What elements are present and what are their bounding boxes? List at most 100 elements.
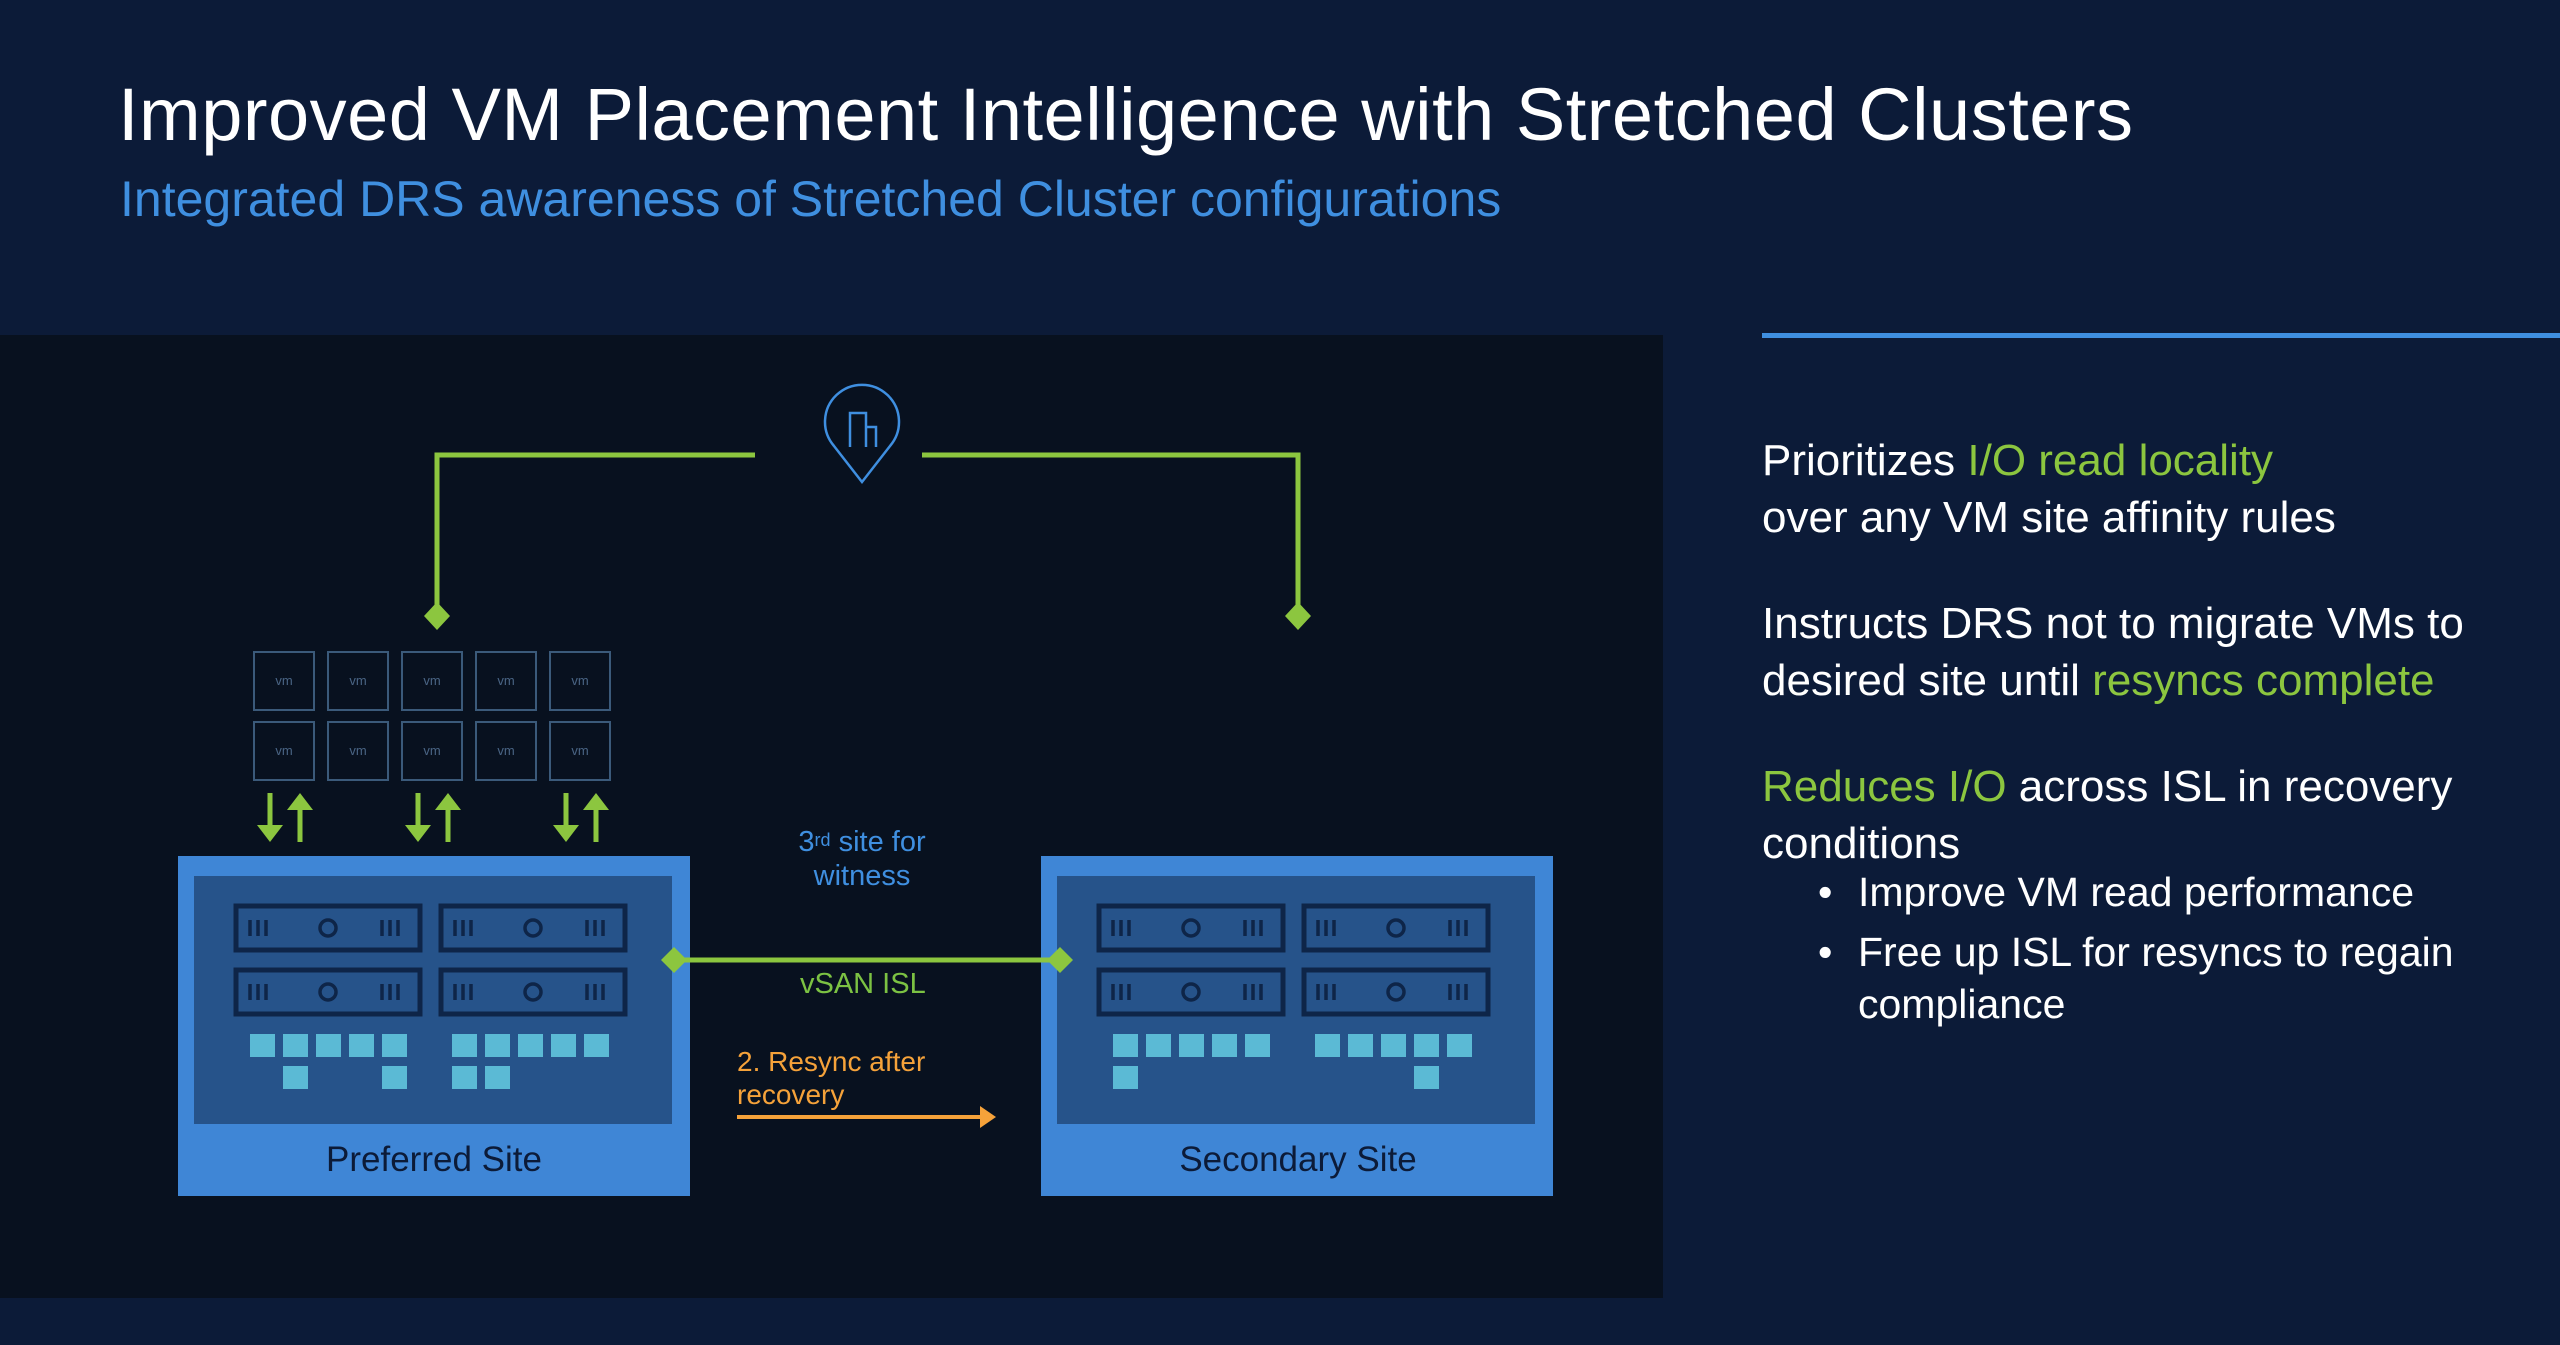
- svg-text:vm: vm: [349, 673, 366, 688]
- vm-box: vm: [327, 651, 389, 711]
- diagram-panel: vm vm vm vm vm vm vm vm vm vm 3rd site for witnes…: [0, 335, 1663, 1298]
- disk-icon: [382, 1066, 407, 1089]
- svg-text:vm: vm: [497, 743, 514, 758]
- disk-icon: [283, 1034, 308, 1057]
- point-reduce-isl-io: Reduces I/O across ISL in recovery condi…: [1762, 762, 2453, 868]
- disk-icon: [452, 1066, 477, 1089]
- disk-icon: [1113, 1066, 1138, 1089]
- server-icon: [1301, 967, 1491, 1017]
- svg-text:vm: vm: [423, 743, 440, 758]
- vm-box: vm: [549, 651, 611, 711]
- sub-points: •Improve VM read performance •Free up IS…: [1762, 866, 2522, 1030]
- slide-title: Improved VM Placement Intelligence with …: [118, 73, 2134, 156]
- section-divider: [1762, 333, 2560, 338]
- disk-icon: [316, 1034, 341, 1057]
- vm-box: vm: [401, 721, 463, 781]
- highlight-io-read-locality: I/O read locality: [1967, 436, 2274, 485]
- disk-icon: [250, 1034, 275, 1057]
- witness-links: [424, 452, 1311, 630]
- vm-grid: vm vm vm vm vm vm vm vm vm vm: [253, 651, 611, 781]
- server-icon: [1096, 967, 1286, 1017]
- disk-icon: [1245, 1034, 1270, 1057]
- bullet-icon: •: [1818, 929, 1833, 975]
- disk-icon: [518, 1034, 543, 1057]
- resync-label: 2. Resync after recovery: [737, 1046, 926, 1110]
- witness-link-left: [434, 452, 755, 610]
- vm-box: vm: [475, 651, 537, 711]
- server-icon: [233, 903, 423, 953]
- preferred-site-label: Preferred Site: [326, 1140, 542, 1179]
- server-icon: [438, 903, 628, 953]
- disk-icon: [1179, 1034, 1204, 1057]
- disk-icon: [485, 1034, 510, 1057]
- io-arrow-pair: [405, 793, 461, 842]
- highlight-resyncs-complete: resyncs complete: [2092, 656, 2435, 705]
- isl-left-diamond: [661, 947, 687, 973]
- vsan-isl-label: vSAN ISL: [800, 968, 926, 1000]
- secondary-site-label: Secondary Site: [1179, 1140, 1417, 1179]
- arrow-down-icon: [405, 793, 431, 842]
- disk-icon: [1146, 1034, 1171, 1057]
- witness-link-left-diamond: [424, 602, 450, 630]
- disk-icon: [1113, 1034, 1138, 1057]
- disk-icon: [1414, 1066, 1439, 1089]
- io-arrows: [257, 793, 609, 842]
- disk-icon: [1315, 1034, 1340, 1057]
- disk-icon: [1447, 1034, 1472, 1057]
- vm-box: vm: [253, 721, 315, 781]
- point-drs-migration: Instructs DRS not to migrate VMs to desi…: [1762, 599, 2464, 705]
- svg-text:vm: vm: [571, 743, 588, 758]
- bullet-icon: •: [1818, 869, 1833, 915]
- server-icon: [438, 967, 628, 1017]
- arrow-up-icon: [287, 793, 313, 842]
- disk-icon: [551, 1034, 576, 1057]
- disk-icon: [1348, 1034, 1373, 1057]
- disk-icon: [1212, 1034, 1237, 1057]
- witness-link-right: [922, 452, 1301, 610]
- disk-icon: [283, 1066, 308, 1089]
- resync-arrow: [737, 1106, 996, 1128]
- server-icon: [1096, 903, 1286, 953]
- vm-box: vm: [327, 721, 389, 781]
- highlight-reduces-io: Reduces I/O: [1762, 762, 2007, 811]
- sites: [178, 856, 1553, 1196]
- sub-point: •Improve VM read performance: [1818, 866, 2522, 918]
- arrow-down-icon: [257, 793, 283, 842]
- vsan-isl-link: [661, 947, 1073, 973]
- stretched-cluster-diagram: vm vm vm vm vm vm vm vm vm vm: [178, 383, 1553, 1196]
- disk-icon: [1381, 1034, 1406, 1057]
- disk-icon: [452, 1034, 477, 1057]
- svg-text:vm: vm: [349, 743, 366, 758]
- arrow-up-icon: [435, 793, 461, 842]
- point-io-locality: Prioritizes I/O read locality over any V…: [1762, 436, 2336, 542]
- witness-link-right-diamond: [1285, 602, 1311, 630]
- slide-subtitle: Integrated DRS awareness of Stretched Cl…: [120, 171, 1502, 227]
- key-points: Prioritizes I/O read locality over any V…: [1762, 432, 2522, 1038]
- arrow-down-icon: [553, 793, 579, 842]
- svg-text:vm: vm: [571, 673, 588, 688]
- witness-site-label: 3rd site for witness: [798, 826, 926, 892]
- secondary-site: [1041, 856, 1553, 1196]
- svg-text:vm: vm: [275, 673, 292, 688]
- disk-icon: [485, 1066, 510, 1089]
- arrow-up-icon: [583, 793, 609, 842]
- server-icon: [233, 967, 423, 1017]
- svg-text:vm: vm: [275, 743, 292, 758]
- io-arrow-pair: [553, 793, 609, 842]
- preferred-site: [178, 856, 690, 1196]
- svg-text:vm: vm: [423, 673, 440, 688]
- vm-box: vm: [401, 651, 463, 711]
- disk-icon: [349, 1034, 374, 1057]
- vm-box: vm: [253, 651, 315, 711]
- isl-right-diamond: [1047, 947, 1073, 973]
- disk-icon: [1414, 1034, 1439, 1057]
- location-pin-building-icon: [823, 383, 901, 485]
- vm-box: vm: [475, 721, 537, 781]
- vm-box: vm: [549, 721, 611, 781]
- server-icon: [1301, 903, 1491, 953]
- disk-icon: [584, 1034, 609, 1057]
- svg-text:vm: vm: [497, 673, 514, 688]
- disk-icon: [382, 1034, 407, 1057]
- io-arrow-pair: [257, 793, 313, 842]
- sub-point: •Free up ISL for resyncs to regain compl…: [1818, 926, 2522, 1030]
